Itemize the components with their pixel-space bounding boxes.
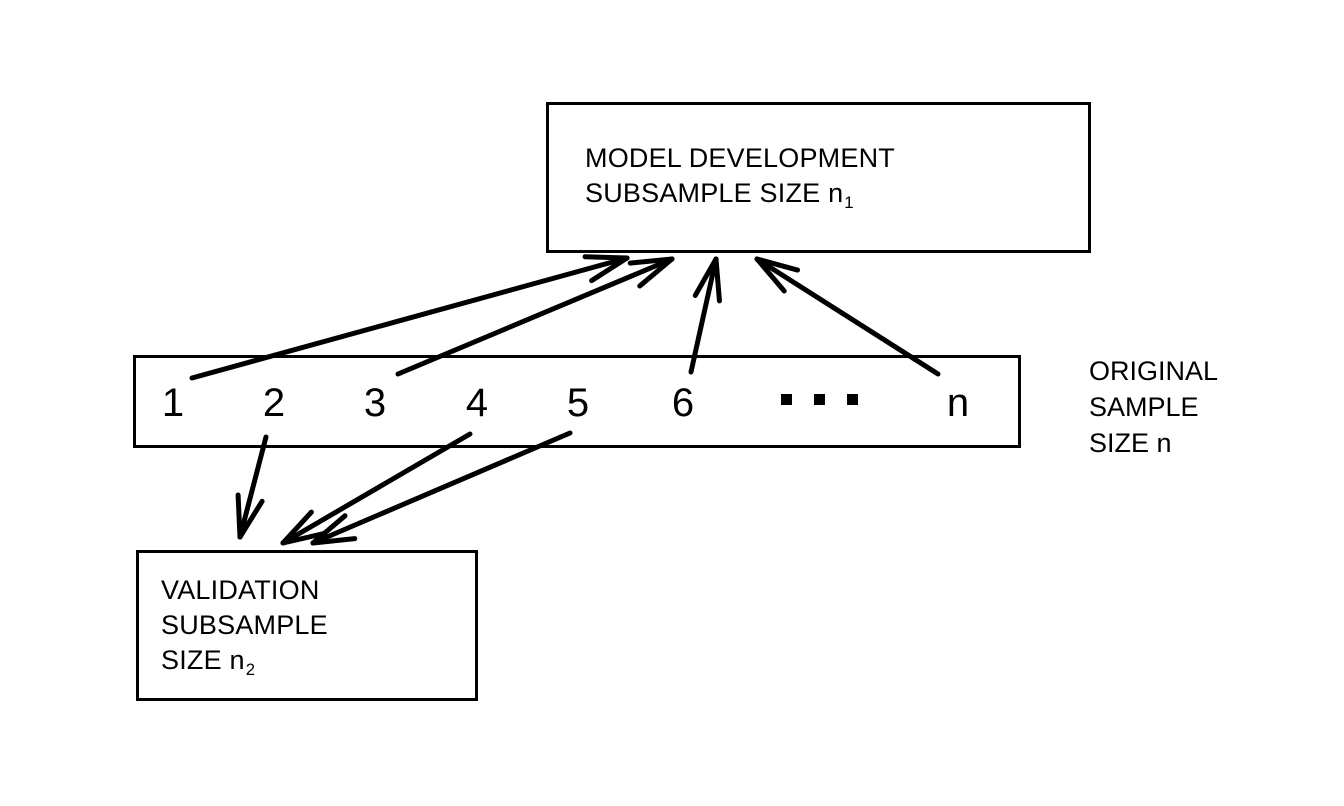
model-development-subscript: 1 (844, 193, 854, 213)
validation-line-3-text: SIZE n (161, 645, 245, 675)
arrowhead-barb-1 (754, 256, 801, 273)
original-sample-caption-line-3: SIZE n (1089, 428, 1172, 458)
arrowhead-barb-2 (237, 498, 265, 540)
arrowhead-barb-2 (280, 531, 327, 546)
arrowhead-barb-1 (280, 509, 314, 546)
arrowhead-barb-2 (310, 536, 358, 546)
validation-line-2: SUBSAMPLE (161, 610, 328, 640)
model-development-line-2: SUBSAMPLE SIZE n1 (585, 176, 895, 214)
arrowhead-barb-1 (235, 492, 243, 540)
validation-subscript: 2 (245, 660, 256, 680)
model-development-line-1: MODEL DEVELOPMENT (585, 143, 895, 173)
sample-ellipsis-icon (781, 394, 858, 405)
arrowhead-barb-2 (754, 256, 787, 294)
ellipsis-dot-1 (781, 394, 792, 405)
arrowhead-barb-1 (637, 256, 675, 289)
arrowhead-barb-2 (582, 254, 630, 261)
model-development-line-2-text: SUBSAMPLE SIZE n (585, 178, 844, 208)
sample-item-1: 1 (161, 381, 185, 425)
model-development-label: MODEL DEVELOPMENT SUBSAMPLE SIZE n1 (585, 141, 895, 214)
arrows-to-validation (235, 430, 573, 546)
arrowhead-barb-1 (713, 256, 722, 304)
original-sample-caption-line-1: ORIGINAL (1089, 356, 1219, 386)
sample-item-4: 4 (465, 381, 489, 425)
sample-item-3: 3 (363, 381, 387, 425)
arrowhead-barb-2 (627, 256, 675, 266)
original-sample-caption: ORIGINAL SAMPLE SIZE n (1089, 353, 1218, 461)
arrow-item-4-to-validation (280, 431, 473, 546)
sample-item-2: 2 (262, 381, 286, 425)
sample-item-5: 5 (566, 381, 590, 425)
sample-item-n: n (946, 381, 970, 425)
arrow-item-2-to-validation (235, 434, 269, 540)
sample-item-6: 6 (671, 381, 695, 425)
arrowhead-barb-1 (310, 513, 348, 546)
ellipsis-dot-3 (847, 394, 858, 405)
original-sample-caption-line-2: SAMPLE (1089, 392, 1199, 422)
arrowhead-barb-2 (692, 256, 719, 298)
original-sample-strip: 1 2 3 4 5 6 n (133, 355, 1021, 448)
validation-subsample-label: VALIDATION SUBSAMPLE SIZE n2 (161, 573, 328, 681)
arrowhead-barb-1 (589, 255, 630, 284)
model-development-box: MODEL DEVELOPMENT SUBSAMPLE SIZE n1 (546, 102, 1091, 253)
arrow-item-5-to-validation (310, 430, 573, 546)
validation-subsample-box: VALIDATION SUBSAMPLE SIZE n2 (136, 550, 478, 701)
validation-line-3: SIZE n2 (161, 643, 328, 681)
ellipsis-dot-2 (814, 394, 825, 405)
validation-line-1: VALIDATION (161, 575, 320, 605)
sample-items-container: 1 2 3 4 5 6 n (136, 358, 1018, 445)
